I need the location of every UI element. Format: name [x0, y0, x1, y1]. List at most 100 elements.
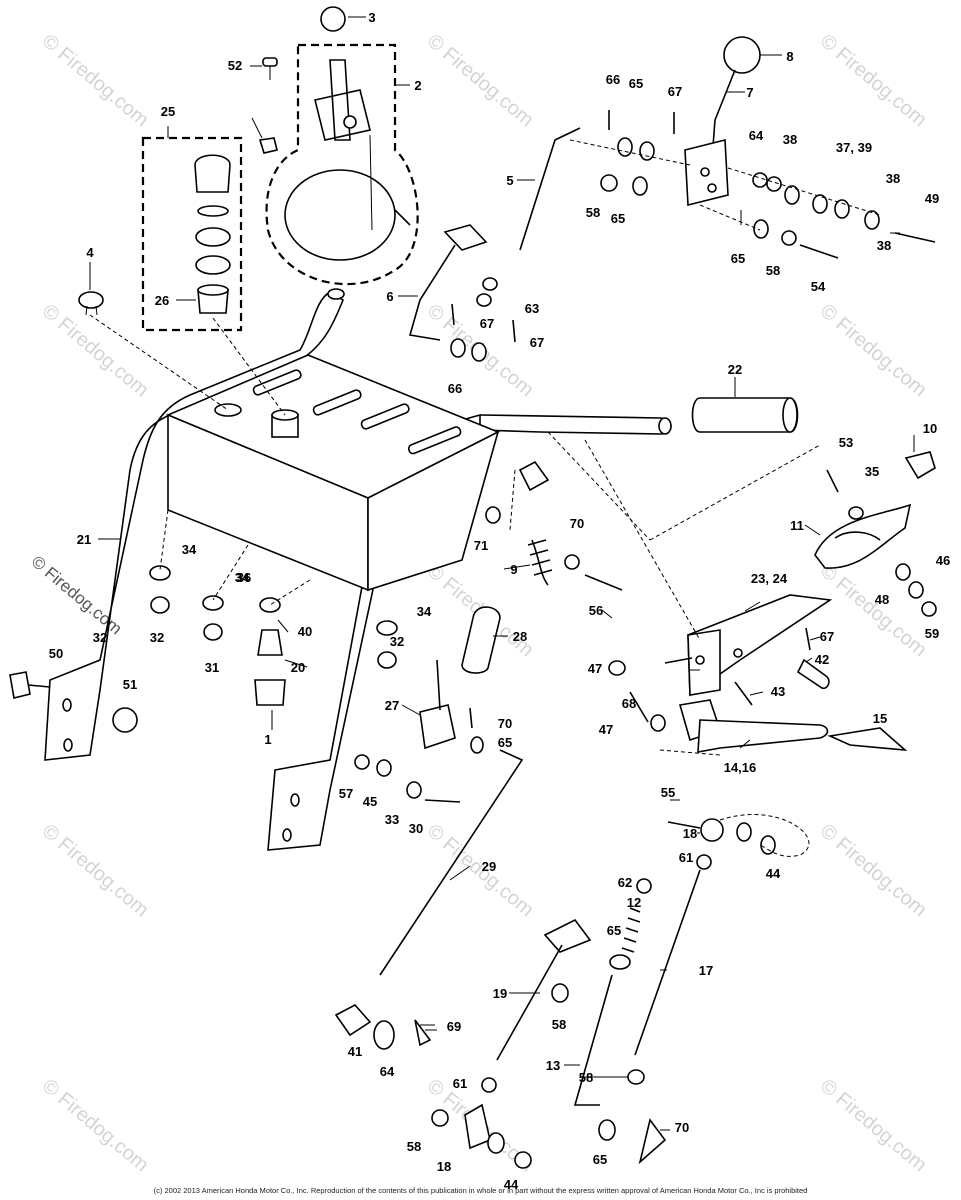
washer-65 — [753, 219, 769, 239]
bolt-52 — [826, 469, 839, 493]
washer-66 — [639, 141, 655, 161]
bolt-53 — [799, 244, 839, 259]
washer-65 — [598, 1119, 616, 1141]
nut-61 — [481, 1077, 497, 1093]
cable-bracket — [518, 460, 550, 492]
callout-label: 66 — [448, 381, 462, 396]
callout-label: 8 — [786, 49, 793, 64]
nut-58 — [551, 983, 569, 1003]
callout-label: 36 — [237, 570, 251, 585]
nut-46 — [908, 581, 924, 599]
callout-label: 18 — [683, 826, 697, 841]
callout-label: 71 — [474, 538, 488, 553]
callout-label: 5 — [506, 173, 513, 188]
callout-label: 67 — [480, 316, 494, 331]
callout-label: 68 — [622, 696, 636, 711]
choke-cable — [284, 169, 396, 261]
callout-label: 11 — [790, 518, 804, 533]
callout-label: 7 — [746, 85, 753, 100]
washer-66 — [617, 137, 633, 157]
pin-67 — [512, 319, 516, 343]
callout-label: 3 — [368, 10, 375, 25]
callout-label: 54 — [811, 279, 826, 294]
callout-label: 70 — [498, 716, 512, 731]
callout-label: 34 — [417, 604, 432, 619]
washer-37 — [812, 194, 828, 214]
nut-63 — [482, 277, 498, 291]
callout-label: 43 — [771, 684, 785, 699]
nut-64 — [766, 176, 782, 192]
nut-31 — [203, 623, 223, 641]
washer-35 — [848, 506, 864, 520]
callout-label: 37, 39 — [836, 140, 872, 155]
callout-label: 22 — [728, 362, 742, 377]
choke-lever — [329, 59, 351, 141]
callout-label: 33 — [385, 812, 399, 827]
callout-label: 32 — [93, 630, 107, 645]
bolt-49 — [894, 232, 936, 243]
callout-label: 12 — [627, 895, 641, 910]
callout-label: 67 — [530, 335, 544, 350]
washer-36 — [202, 595, 224, 611]
rod-29 — [379, 749, 524, 976]
nut-58 — [781, 230, 797, 246]
callout-label: 2 — [414, 78, 421, 93]
bolt-hole — [62, 698, 72, 712]
callout-label: 59 — [925, 626, 939, 641]
bushing-44 — [487, 1132, 505, 1154]
nut-32 — [150, 596, 170, 614]
washer-65 — [470, 736, 484, 754]
nut-62 — [636, 878, 652, 894]
fitting-41 — [334, 1003, 372, 1037]
callout-label: 15 — [873, 711, 887, 726]
callout-label: 32 — [150, 630, 164, 645]
callout-label: 62 — [618, 875, 632, 890]
callout-label: 67 — [668, 84, 682, 99]
washer-39 — [834, 199, 850, 219]
callout-label: 51 — [123, 677, 137, 692]
washer-65 — [609, 954, 631, 970]
lever-11 — [814, 503, 912, 569]
callout-label: 53 — [839, 435, 853, 450]
callout-label: 61 — [453, 1076, 467, 1091]
callout-label: 65 — [607, 923, 621, 938]
nut-56 — [354, 754, 370, 770]
callout-label: 65 — [593, 1152, 607, 1167]
nut-63 — [476, 293, 492, 307]
bolt-54 — [667, 821, 701, 829]
callout-label: 29 — [482, 859, 496, 874]
callout-label: 58 — [407, 1139, 421, 1154]
callout-label: 56 — [589, 603, 603, 618]
pin-43 — [734, 681, 753, 706]
callout-label: 46 — [936, 553, 950, 568]
nut-71 — [564, 554, 580, 570]
rod-19 — [496, 944, 563, 1061]
rod-13 — [573, 974, 613, 1106]
callout-label: 41 — [348, 1044, 362, 1059]
bolt-50 — [9, 671, 31, 699]
callout-label: 17 — [699, 963, 713, 978]
callout-label: 52 — [228, 58, 242, 73]
callout-label: 28 — [513, 629, 527, 644]
callout-label: 61 — [679, 850, 693, 865]
callout-label: 23, 24 — [751, 571, 788, 586]
callout-label: 65 — [498, 735, 512, 750]
bracket-27 — [419, 704, 456, 750]
washer-48 — [895, 563, 911, 581]
washer-38 — [864, 210, 880, 230]
washer-40 — [259, 597, 281, 613]
grip-22 — [691, 397, 799, 433]
callout-label: 58 — [766, 263, 780, 278]
cap-spring — [197, 205, 229, 217]
cable-line — [369, 134, 373, 231]
washer-33 — [406, 781, 422, 799]
callout-label: 48 — [875, 592, 889, 607]
lever-knob-10 — [904, 451, 936, 480]
cap-seal — [195, 255, 231, 275]
callout-label: 47 — [588, 661, 602, 676]
callout-label: 57 — [339, 786, 353, 801]
bushing-44 — [736, 822, 752, 842]
rod-6 — [408, 244, 456, 341]
panel-hole — [214, 403, 242, 417]
